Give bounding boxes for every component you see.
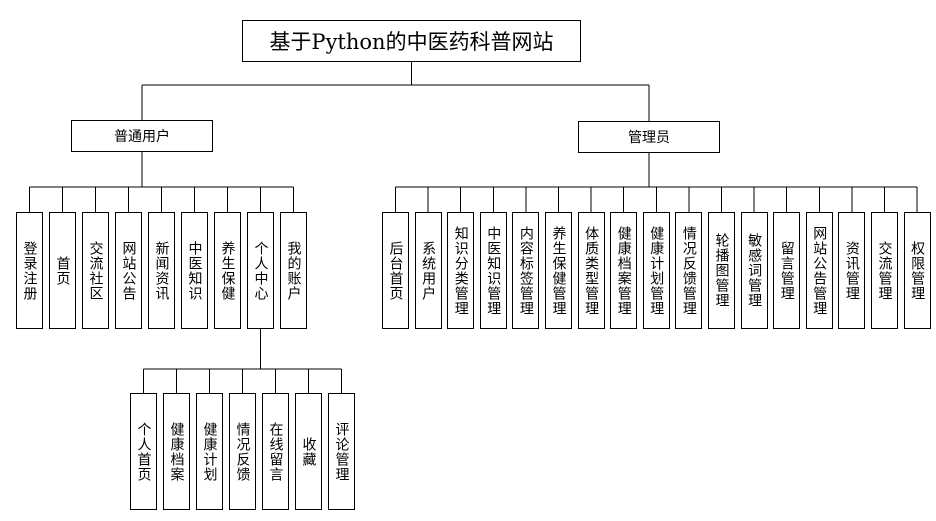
admin-module-label: 后台首页 (387, 240, 404, 301)
user-module-label: 交流社区 (87, 240, 104, 301)
personal-center-module-label: 情况反馈 (234, 421, 251, 482)
user-module-label: 中医知识 (186, 240, 203, 301)
user-role-label: 普通用户 (114, 129, 170, 145)
personal-center-module-label: 健康计划 (201, 421, 218, 482)
user-module-label: 个人中心 (252, 240, 269, 301)
personal-center-module-box: 健康档案 (163, 393, 190, 510)
admin-module-label: 体质类型管理 (583, 225, 600, 316)
admin-module-label: 轮播图管理 (713, 233, 730, 308)
personal-center-module-box: 在线留言 (262, 393, 289, 510)
system-title-text: 基于Python的中医药科普网站 (269, 30, 554, 54)
admin-module-label: 中医知识管理 (485, 225, 502, 316)
admin-module-label: 内容标签管理 (517, 225, 534, 316)
personal-center-module-box: 健康计划 (196, 393, 223, 510)
admin-module-box: 网站公告管理 (805, 212, 833, 329)
user-module-label: 养生保健 (219, 240, 236, 301)
admin-module-box: 健康计划管理 (642, 212, 670, 329)
admin-module-label: 健康档案管理 (615, 225, 632, 316)
personal-center-module-label: 个人首页 (135, 421, 152, 482)
user-module-box: 网站公告 (115, 212, 142, 329)
admin-module-label: 权限管理 (909, 240, 926, 301)
admin-module-box: 留言管理 (773, 212, 801, 329)
admin-module-label: 系统用户 (420, 240, 437, 301)
admin-role-box: 管理员 (578, 121, 720, 153)
user-module-label: 网站公告 (120, 240, 137, 301)
user-module-box: 交流社区 (82, 212, 109, 329)
user-module-label: 我的账户 (285, 240, 302, 301)
personal-center-module-box: 评论管理 (328, 393, 355, 510)
admin-module-box: 敏感词管理 (740, 212, 768, 329)
personal-center-module-box: 情况反馈 (229, 393, 256, 510)
personal-center-module-label: 在线留言 (267, 421, 284, 482)
admin-module-box: 交流管理 (871, 212, 898, 329)
user-module-box: 新闻资讯 (148, 212, 175, 329)
admin-module-box: 养生保健管理 (545, 212, 572, 329)
admin-module-box: 体质类型管理 (577, 212, 605, 329)
user-module-label: 登录注册 (21, 240, 38, 301)
admin-module-label: 情况反馈管理 (680, 225, 697, 316)
personal-center-module-label: 健康档案 (168, 421, 185, 482)
user-module-label: 新闻资讯 (153, 240, 170, 301)
admin-module-label: 网站公告管理 (811, 225, 828, 316)
admin-module-box: 情况反馈管理 (675, 212, 703, 329)
admin-module-label: 养生保健管理 (550, 225, 567, 316)
admin-module-label: 敏感词管理 (746, 233, 763, 308)
admin-module-label: 资讯管理 (843, 240, 860, 301)
user-module-label: 首页 (54, 255, 71, 286)
admin-module-box: 健康档案管理 (610, 212, 638, 329)
admin-module-box: 后台首页 (382, 212, 409, 329)
admin-module-box: 知识分类管理 (447, 212, 475, 329)
admin-module-box: 轮播图管理 (708, 212, 735, 329)
personal-center-module-box: 个人首页 (130, 393, 157, 510)
user-module-box: 个人中心 (247, 212, 274, 329)
personal-center-module-label: 评论管理 (333, 421, 350, 482)
admin-module-label: 知识分类管理 (452, 225, 469, 316)
personal-center-module-box: 收藏 (295, 393, 322, 510)
admin-module-box: 系统用户 (414, 212, 442, 329)
admin-role-label: 管理员 (628, 130, 670, 146)
user-module-box: 登录注册 (16, 212, 43, 329)
admin-module-box: 权限管理 (903, 212, 931, 329)
user-role-box: 普通用户 (71, 120, 213, 152)
admin-module-label: 健康计划管理 (648, 225, 665, 316)
user-module-box: 首页 (49, 212, 76, 329)
admin-module-box: 中医知识管理 (479, 212, 507, 329)
admin-module-box: 内容标签管理 (512, 212, 540, 329)
personal-center-module-label: 收藏 (300, 436, 317, 467)
user-module-box: 养生保健 (214, 212, 241, 329)
user-module-box: 中医知识 (181, 212, 208, 329)
admin-module-box: 资讯管理 (838, 212, 866, 329)
user-module-box: 我的账户 (280, 212, 307, 329)
admin-module-label: 交流管理 (876, 240, 893, 301)
admin-module-label: 留言管理 (778, 240, 795, 301)
system-title: 基于Python的中医药科普网站 (242, 20, 581, 62)
